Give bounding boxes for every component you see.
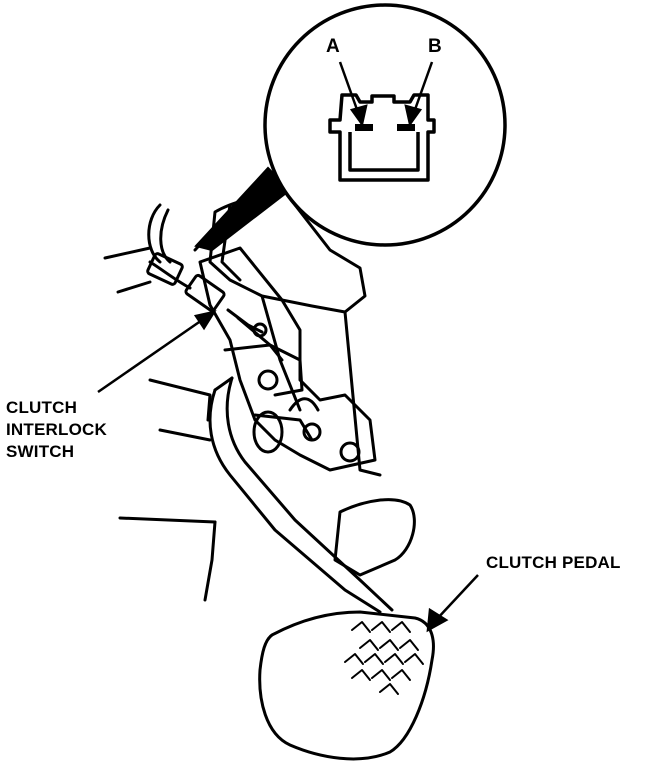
clutch-pedal-pad: [258, 610, 435, 761]
magnifier-beam: [194, 166, 292, 252]
pin-a-label: A: [326, 36, 340, 57]
clutch-interlock-switch-label: CLUTCH INTERLOCK SWITCH: [6, 397, 107, 463]
switch-leader: [97, 316, 206, 394]
panel-line-1: [103, 246, 152, 260]
switch-arrowhead: [193, 310, 217, 331]
magnifier-circle: [263, 3, 507, 247]
pin-b-arrowhead: [404, 104, 423, 128]
return-spring: [288, 397, 320, 412]
wiring-loop: [147, 203, 162, 264]
panel-line-4: [158, 428, 212, 442]
switch-wire: [148, 260, 192, 290]
panel-line-3: [148, 378, 212, 422]
pin-b-label: B: [428, 36, 442, 57]
connector-face: [328, 93, 436, 182]
bracket-rib: [260, 294, 302, 412]
switch-plunger: [226, 308, 264, 334]
pedal-pad-texture: [344, 621, 424, 695]
interlock-switch-body: [184, 273, 226, 313]
stopper-bolt: [257, 369, 279, 391]
terminal-b: [397, 124, 415, 131]
switch-label-line-3: SWITCH: [6, 442, 75, 461]
panel-line-5: [118, 516, 217, 524]
panel-line-2: [116, 280, 152, 294]
pedal-leader: [435, 574, 479, 621]
bracket-body: [198, 246, 377, 472]
pedal-arrowhead: [426, 607, 449, 633]
pivot-boss: [252, 410, 284, 454]
pivot-pin: [302, 422, 322, 442]
switch-label-line-1: CLUTCH: [6, 398, 78, 417]
pedal-arm: [208, 388, 382, 614]
terminal-a: [355, 124, 373, 131]
pivot-arm: [253, 413, 314, 442]
spring-mount: [339, 441, 361, 463]
upper-bracket-mount: [223, 343, 304, 397]
pedal-arm-inner: [225, 376, 394, 612]
pin-a-arrowhead: [349, 104, 368, 128]
pedal-arm-top: [213, 376, 234, 392]
panel-line-6: [203, 520, 217, 602]
switch-label-line-2: INTERLOCK: [6, 420, 107, 439]
adjacent-pedal: [333, 498, 416, 577]
clutch-pedal-label: CLUTCH PEDAL: [486, 553, 621, 572]
firewall-line: [343, 310, 382, 477]
switch-connector: [146, 252, 184, 286]
